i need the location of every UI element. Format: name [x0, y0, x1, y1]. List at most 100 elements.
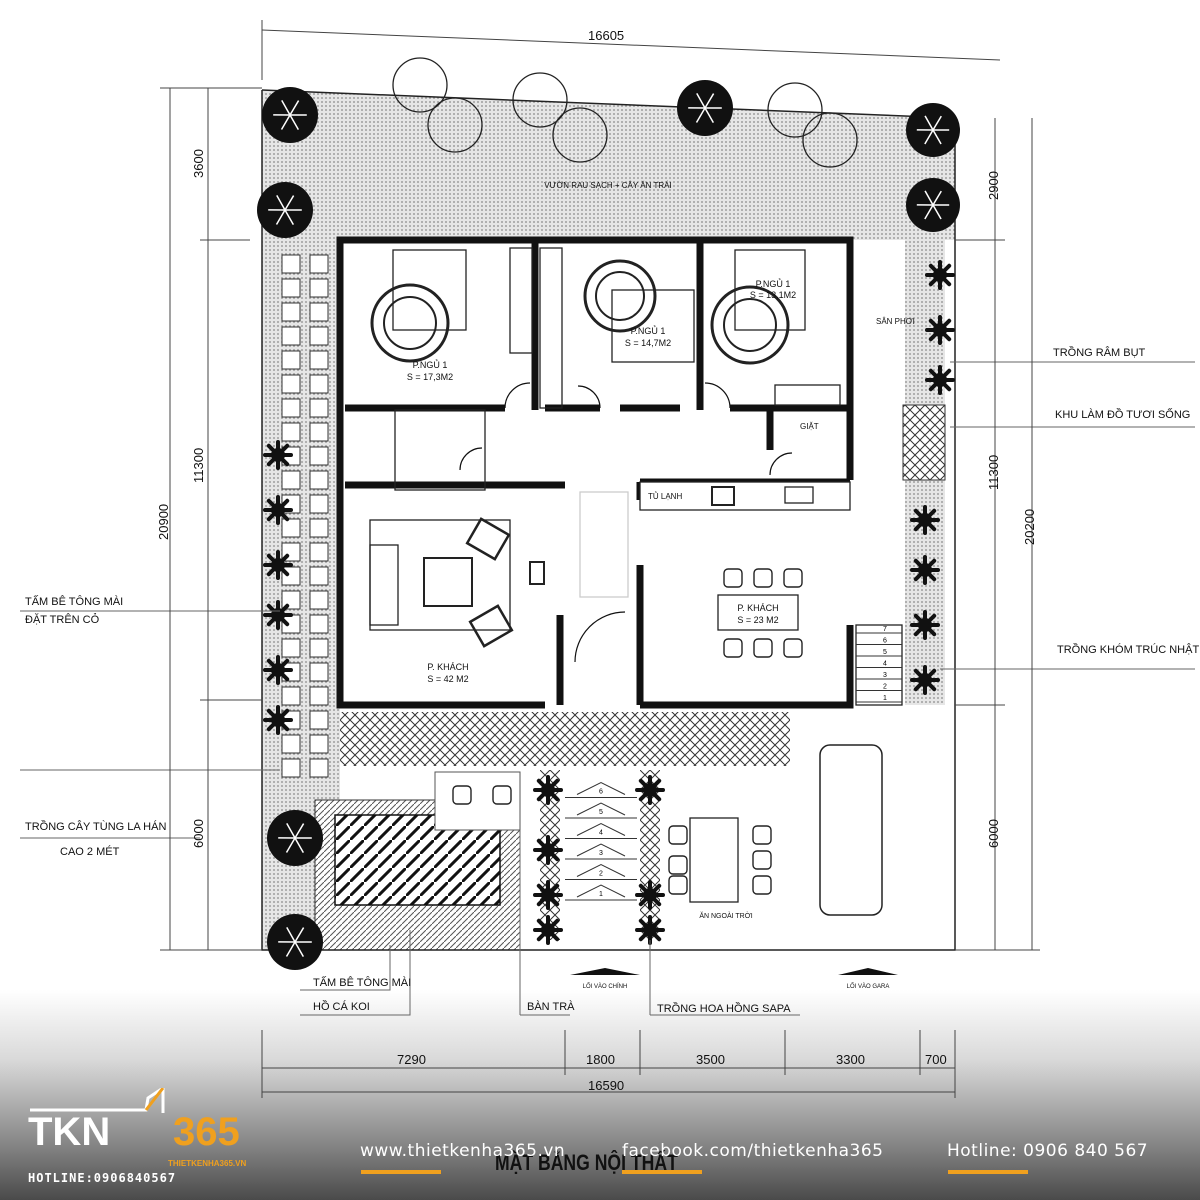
dim-right-3: 6000 [986, 819, 1001, 848]
chair-icon [723, 638, 743, 658]
dim-bottom-3: 3500 [696, 1052, 725, 1067]
paver [309, 734, 329, 754]
paver [309, 398, 329, 418]
paver [309, 302, 329, 322]
outline-tree-icon [427, 97, 483, 153]
drying-yard-label: SÂN PHƠI [876, 317, 915, 326]
shrub-icon [263, 495, 293, 525]
paver [281, 422, 301, 442]
paver [281, 302, 301, 322]
paver [309, 326, 329, 346]
outline-tree-icon [512, 72, 568, 128]
outline-tree-icon [552, 107, 608, 163]
shrub-icon [263, 440, 293, 470]
room-labels: P.NGỦ 1 S = 17,3M2 P.NGỦ 1 S = 14,7M2 P.… [407, 181, 915, 990]
stair-number: 6 [599, 789, 603, 796]
car [819, 744, 883, 916]
dimension-lines [160, 20, 1040, 1098]
bed-2 [611, 289, 695, 363]
stair-arrow [576, 781, 626, 795]
annotation-koi-pond: HỒ CÁ KOI [313, 1000, 370, 1013]
dim-bottom-5: 700 [925, 1052, 947, 1067]
annotation-roses: TRỒNG HOA HỒNG SAPA [657, 1002, 791, 1015]
room-area: S = 13,1M2 [750, 290, 796, 300]
shrub-icon [533, 775, 563, 805]
stair-number: 1 [599, 891, 603, 898]
room-area: S = 14,7M2 [625, 338, 671, 348]
chair-icon [723, 568, 743, 588]
paver [281, 638, 301, 658]
annotation-tea-table: BÀN TRÀ [527, 1000, 575, 1013]
dark-tree-icon [262, 87, 318, 143]
laundry-label: GIẶT [800, 422, 819, 431]
shrub-icon [925, 365, 955, 395]
chair-icon [668, 855, 688, 875]
prep-area-paving [902, 404, 946, 481]
paver [309, 542, 329, 562]
logo-text-main: TKN [28, 1110, 111, 1154]
dark-tree-icon [267, 810, 323, 866]
dim-bottom-total: 16590 [588, 1078, 624, 1093]
chair-icon [452, 785, 472, 805]
stair-number: 3 [883, 672, 887, 679]
dim-bottom-2: 1800 [586, 1052, 615, 1067]
stair-arrow [576, 822, 626, 836]
annotation-pine-1: TRỒNG CÂY TÙNG LA HÁN [25, 820, 166, 833]
dark-tree-icon [906, 178, 960, 232]
paver [309, 494, 329, 514]
paver [309, 470, 329, 490]
paver [309, 254, 329, 274]
logo-hotline: HOTLINE:0906840567 [28, 1171, 177, 1185]
shrub-icon [925, 315, 955, 345]
stair-arrow [576, 802, 626, 816]
dark-tree-icon [257, 182, 313, 238]
paver [281, 326, 301, 346]
chair-icon [752, 850, 772, 870]
terrace-paving [340, 712, 790, 766]
stair-number: 4 [599, 830, 603, 837]
hotline-text: Hotline: 0906 840 567 [947, 1141, 1149, 1161]
logo: TKN 365 THIETKENHA365.VN HOTLINE:0906840… [28, 1088, 268, 1188]
outdoor-dining-label: ĂN NGOÀI TRỜI [699, 911, 752, 920]
paver [281, 374, 301, 394]
paver [309, 278, 329, 298]
outline-tree-icon [802, 112, 858, 168]
annotation-pine-2: CAO 2 MÉT [60, 845, 120, 858]
dark-tree-icon [906, 103, 960, 157]
paver [309, 374, 329, 394]
dim-left-outer: 20900 [156, 504, 171, 540]
paver [309, 638, 329, 658]
chair-icon [783, 568, 803, 588]
annotation-concrete-bottom: TẤM BÊ TÔNG MÀI [313, 976, 411, 989]
website-link[interactable]: www.thietkenha365.vn [360, 1141, 566, 1161]
shrub-icon [910, 610, 940, 640]
fridge-label: TỦ LẠNH [648, 492, 682, 501]
logo-site: THIETKENHA365.VN [168, 1159, 247, 1168]
paver [281, 686, 301, 706]
shrub-icon [910, 555, 940, 585]
dim-left-3: 6000 [191, 819, 206, 848]
dim-left-2: 11300 [191, 448, 206, 483]
chair-icon [783, 638, 803, 658]
paver [309, 350, 329, 370]
paver [281, 518, 301, 538]
annotation-prep-area: KHU LÀM ĐỒ TƯƠI SỐNG [1055, 407, 1190, 421]
stair-number: 6 [883, 638, 887, 645]
paver [309, 686, 329, 706]
chair-icon [753, 638, 773, 658]
house-walls [336, 236, 854, 709]
shrub-icon [925, 260, 955, 290]
facebook-link[interactable]: facebook.com/thietkenha365 [622, 1141, 884, 1161]
stair-arrow [576, 863, 626, 877]
room-name: P.NGỦ 1 [413, 359, 448, 370]
dimension-text: 16605 20900 3600 11300 6000 2900 11300 6… [156, 28, 1037, 1093]
paver [281, 350, 301, 370]
chair-icon [492, 785, 512, 805]
annotation-hibiscus: TRỒNG RÂM BỤT [1053, 346, 1146, 359]
shrub-icon [533, 835, 563, 865]
shrub-icon [533, 880, 563, 910]
paver [309, 446, 329, 466]
stair-arrow [576, 884, 626, 898]
annotation-bamboo: TRỒNG KHÓM TRÚC NHẬT [1057, 643, 1199, 656]
